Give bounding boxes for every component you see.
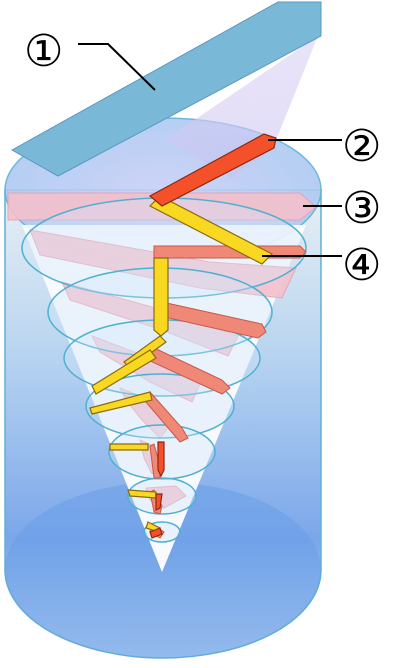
callout-labels: ① ② ③ ④ (24, 26, 381, 291)
polarizer-plate (10, 1, 322, 177)
callout-3: ③ (342, 183, 381, 234)
callout-4: ④ (342, 240, 381, 291)
cone (22, 225, 306, 572)
callout-1: ① (24, 26, 63, 77)
callout-2: ② (342, 121, 381, 172)
light-beam (165, 36, 318, 178)
leader-lines (78, 43, 342, 257)
red-rays (148, 133, 277, 539)
yellow-rays (89, 195, 274, 533)
